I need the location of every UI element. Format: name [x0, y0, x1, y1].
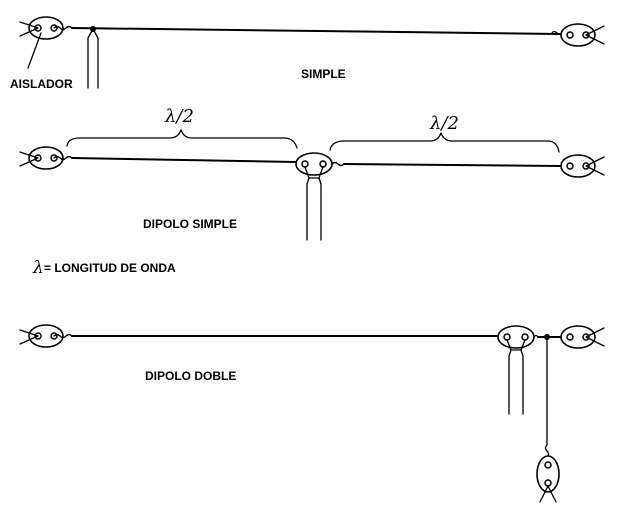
feed-junction — [87, 28, 99, 39]
dipole-left-guy-wire — [19, 151, 39, 167]
double-right-guy-wire — [585, 327, 605, 347]
half-wave-label-right: λ/2 — [429, 113, 459, 134]
dipole-double-label: DIPOLO DOBLE — [145, 369, 236, 383]
left-insulator — [28, 16, 64, 40]
double-left-guy-wire — [19, 329, 39, 345]
dipole-right-insulator — [560, 154, 596, 178]
dipole-right-guy-wire — [585, 156, 605, 176]
right-insulator — [560, 23, 596, 47]
lambda-symbol: λ — [32, 258, 44, 278]
dipole-center-wire-wrap — [331, 161, 345, 167]
vertical-insulator — [536, 455, 560, 493]
vertical-drop-wrap — [544, 444, 550, 458]
wavelength-definition: = LONGITUD DE ONDA — [44, 261, 176, 275]
simple-antenna: AISLADOR SIMPLE — [10, 16, 605, 91]
vertical-insulator-hole-top — [544, 461, 552, 469]
dipole-simple-antenna: λ/2 λ/2 DIPOLO SIMPLE — [19, 106, 605, 241]
feed-flare-right — [318, 177, 322, 185]
dipole-left-insulator — [28, 146, 64, 170]
insulator-label: AISLADOR — [10, 77, 73, 91]
half-wave-label-left: λ/2 — [164, 106, 194, 127]
dipole-double-antenna: DIPOLO DOBLE — [19, 324, 605, 503]
dipole-right-arm — [343, 163, 561, 167]
double-junction — [544, 334, 550, 340]
insulator-pointer — [27, 32, 42, 69]
vertical-guy-wire — [539, 485, 557, 503]
dipole-simple-label: DIPOLO SIMPLE — [143, 217, 237, 231]
left-wire-wrap — [53, 25, 73, 31]
right-guy-wire — [585, 25, 605, 45]
double-right-insulator — [560, 325, 596, 349]
double-feed-connector — [506, 339, 526, 351]
half-wave-brace-left — [66, 129, 298, 149]
half-wave-brace-right — [329, 132, 560, 153]
simple-label: SIMPLE — [301, 67, 346, 81]
double-left-insulator — [28, 324, 64, 348]
dipole-left-wire-wrap — [53, 155, 73, 161]
double-feed-flare-right — [520, 349, 524, 357]
feed-flare-left — [306, 177, 310, 185]
left-guy-wire — [19, 21, 39, 37]
wavelength-note: λ = LONGITUD DE ONDA — [32, 258, 176, 278]
antenna-wire — [71, 27, 561, 35]
feed-connector — [304, 166, 324, 179]
double-feed-flare-left — [508, 349, 512, 357]
double-left-wire-wrap — [53, 333, 73, 339]
dipole-left-arm — [71, 157, 297, 163]
